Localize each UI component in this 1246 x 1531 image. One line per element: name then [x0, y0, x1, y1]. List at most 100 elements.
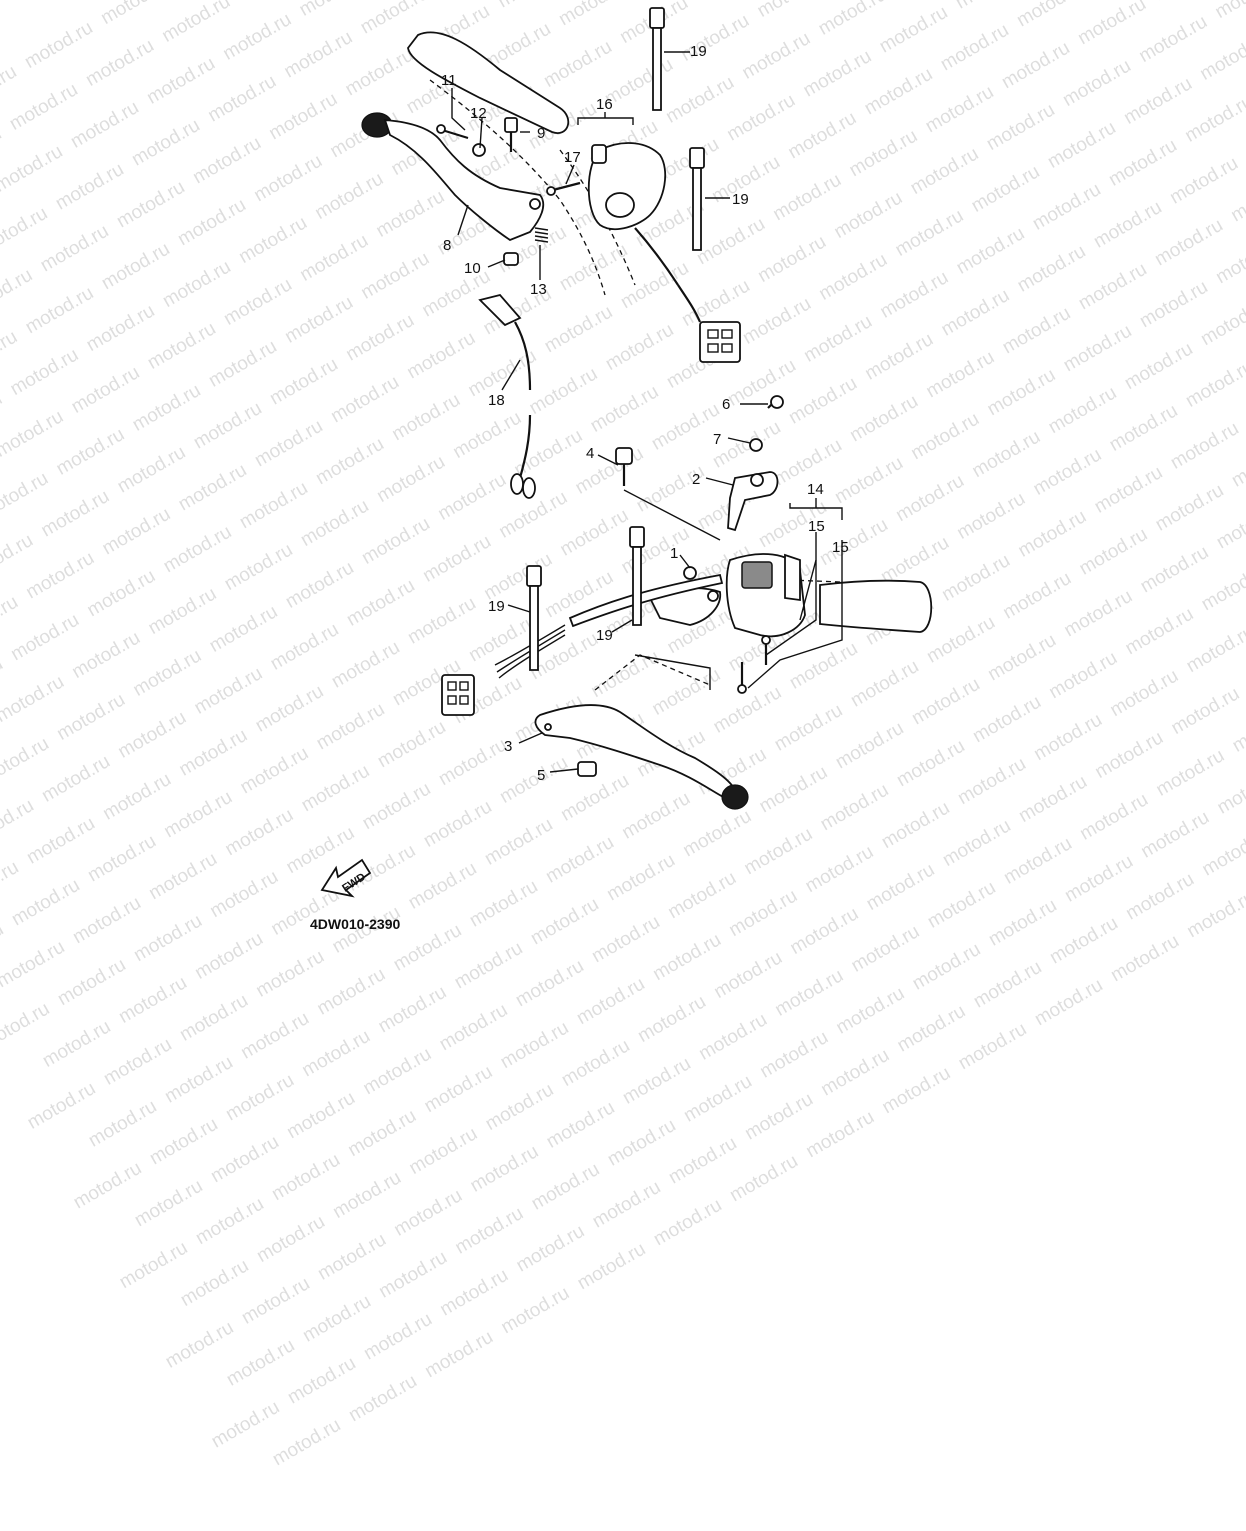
callout-15b: 15: [832, 539, 849, 556]
callout-1: 1: [670, 545, 678, 562]
watermark-text: motod.ru: [421, 1326, 497, 1383]
watermark-text: motod.ru: [222, 1069, 298, 1126]
watermark-text: motod.ru: [435, 999, 512, 1056]
part-code: 4DW010-2390: [310, 916, 400, 932]
callout-2: 2: [692, 471, 700, 488]
right-switch-screws: [737, 635, 771, 694]
watermark-text: motod.ru: [176, 990, 252, 1046]
clutch-lever: [361, 112, 545, 242]
watermark-text: motod.ru: [665, 1132, 741, 1189]
watermark-text: motod.ru: [299, 1290, 375, 1347]
spring: [534, 227, 549, 243]
watermark-text: motod.ru: [1031, 974, 1107, 1031]
holder-bolt: [767, 395, 784, 409]
watermark-text: motod.ru: [405, 1123, 482, 1179]
callout-9: 9: [537, 125, 545, 142]
leader-lines: [451, 51, 843, 773]
watermark-text: motod.ru: [0, 936, 69, 993]
clutch-lever-bolt: [436, 124, 469, 140]
brake-lever: [534, 704, 749, 810]
watermark-text: motod.ru: [802, 1106, 878, 1163]
right-switch-harness: [494, 573, 724, 679]
watermark-text: motod.ru: [374, 981, 451, 1038]
callout-4: 4: [586, 445, 594, 462]
watermark-text: motod.ru: [192, 1193, 268, 1250]
callout-6: 6: [722, 396, 730, 413]
watermark-text: motod.ru: [695, 1009, 771, 1065]
watermark-text: motod.ru: [436, 1264, 512, 1321]
watermark-text: motod.ru: [512, 1220, 589, 1277]
watermark-text: motod.ru: [558, 1035, 634, 1091]
watermark-text: motod.ru: [817, 1044, 893, 1101]
callout-19c: 19: [488, 598, 505, 615]
cable-tie-upper-2: [689, 147, 705, 251]
watermark-text: motod.ru: [726, 1150, 802, 1207]
watermark-text: motod.ru: [54, 954, 130, 1011]
watermark-text: motod.ru: [634, 991, 710, 1047]
callout-7: 7: [713, 431, 721, 448]
watermark-text: motod.ru: [954, 1018, 1031, 1075]
watermark-text: motod.ru: [741, 1088, 817, 1145]
watermark-text: motod.ru: [283, 1087, 359, 1144]
watermark-text: motod.ru: [588, 1176, 665, 1233]
watermark-text: motod.ru: [115, 1237, 192, 1294]
watermark-text: motod.ru: [161, 1051, 237, 1108]
watermark-text: motod.ru: [84, 1095, 161, 1152]
watermark-text: motod.ru: [878, 1062, 955, 1119]
watermark-text: motod.ru: [756, 1026, 832, 1083]
brake-lever-pivot-bolt: [615, 447, 633, 486]
watermark-text: motod.ru: [771, 965, 847, 1021]
watermark-text: motod.ru: [573, 973, 649, 1030]
watermark-text: motod.ru: [650, 1194, 726, 1251]
master-cylinder-holder: [727, 471, 779, 532]
callout-10: 10: [464, 260, 481, 277]
watermark-text: motod.ru: [253, 1211, 329, 1267]
watermark-text: motod.ru: [680, 1070, 756, 1127]
watermark-text: motod.ru: [298, 1025, 374, 1082]
right-handlebar-switch: [725, 553, 806, 638]
callout-15a: 15: [808, 518, 825, 535]
watermark-text: motod.ru: [451, 1202, 528, 1259]
watermark-text: motod.ru: [604, 1114, 680, 1171]
callout-8: 8: [443, 237, 451, 254]
watermark-text: motod.ru: [710, 947, 786, 1003]
watermark-text: motod.ru: [466, 1141, 543, 1197]
watermark-text: motod.ru: [359, 1043, 436, 1100]
watermark-text: motod.ru: [512, 955, 588, 1012]
watermark-text: motod.ru: [969, 956, 1046, 1013]
callout-12: 12: [470, 105, 487, 122]
fwd-arrow-icon: FWD: [320, 858, 372, 898]
watermark-text: motod.ru: [38, 1016, 115, 1072]
callout-17: 17: [564, 149, 581, 166]
watermark-text: motod.ru: [100, 1034, 176, 1090]
watermark-text: motod.ru: [390, 1185, 466, 1241]
cable-tie-lower-2: [629, 526, 645, 626]
brake-lever-nut: [577, 761, 597, 777]
watermark-text: motod.ru: [496, 1017, 573, 1074]
callout-16: 16: [596, 96, 613, 113]
watermark-text: motod.ru: [146, 1113, 222, 1170]
right-switch-connector: [441, 674, 475, 716]
watermark-text: motod.ru: [161, 1317, 238, 1373]
watermark-text: motod.ru: [23, 1078, 100, 1134]
left-switch-connector: [699, 321, 741, 363]
watermark-text: motod.ru: [252, 946, 328, 1002]
callout-19b: 19: [732, 191, 749, 208]
watermark-text: motod.ru: [69, 1157, 146, 1214]
watermark-text: motod.ru: [527, 1158, 604, 1215]
watermark-text: motod.ru: [360, 1308, 436, 1365]
watermark-text: motod.ru: [176, 1255, 253, 1311]
watermark-text: motod.ru: [893, 1000, 970, 1057]
callout-18: 18: [488, 392, 505, 409]
watermark-text: motod.ru: [238, 1273, 314, 1329]
callout-5: 5: [537, 767, 545, 784]
watermark-text: motod.ru: [207, 1396, 284, 1453]
watermark-text: motod.ru: [115, 972, 191, 1028]
watermark-text: motod.ru: [619, 1053, 695, 1109]
watermark-text: motod.ru: [420, 1061, 497, 1118]
watermark-text: motod.ru: [0, 998, 54, 1055]
watermark-text: motod.ru: [314, 1229, 390, 1285]
watermark-text: motod.ru: [268, 1414, 345, 1471]
watermark-text: motod.ru: [481, 1079, 558, 1135]
